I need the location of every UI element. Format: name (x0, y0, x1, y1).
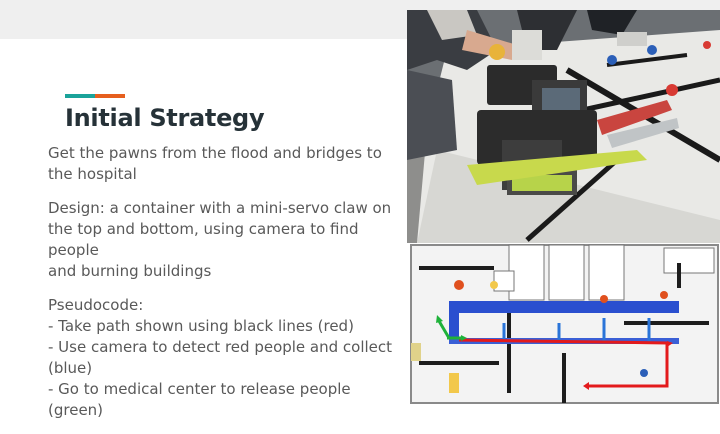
accent-bar-teal (65, 94, 95, 98)
accent-bar-orange (95, 94, 125, 98)
design-paragraph: Design: a container with a mini-servo cl… (48, 199, 392, 280)
slide-body: Get the pawns from the flood and bridges… (48, 143, 408, 434)
goal-paragraph: Get the pawns from the flood and bridges… (48, 144, 382, 183)
pseudocode-paragraph: Pseudocode: - Take path shown using blac… (48, 296, 393, 419)
field-map (409, 243, 720, 405)
slide-title: Initial Strategy (65, 104, 265, 132)
robot-photo (407, 10, 720, 243)
